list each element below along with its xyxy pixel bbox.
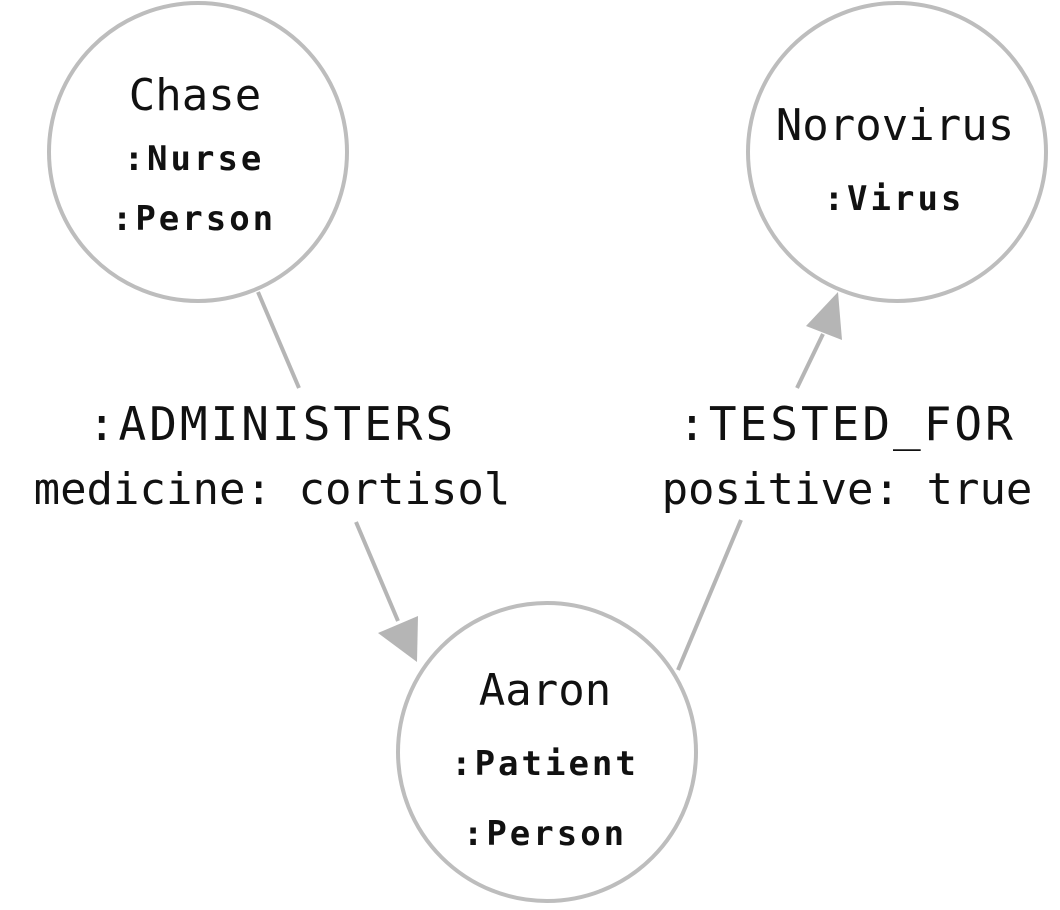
node-label-person: :Person [463,814,627,854]
edge-property-tested-for: positive: true [662,464,1033,515]
arrow-head-administers [378,616,418,662]
node-label-virus: :Virus [824,179,965,219]
edge-line-tested-for-upper [795,333,825,389]
arrow-head-tested-for [806,292,842,340]
node-label-person: :Person [112,199,276,239]
edge-line-administers-lower [354,521,400,622]
edge-type-administers: :ADMINISTERS [88,397,456,451]
relationship-tested-for[interactable]: :TESTED_FOR positive: true [662,292,1033,671]
node-circle-chase [47,1,349,303]
node-norovirus[interactable]: Norovirus :Virus [746,1,1048,303]
edge-type-tested-for: :TESTED_FOR [678,397,1016,451]
node-name-aaron: Aaron [479,665,611,716]
node-chase[interactable]: Chase :Nurse :Person [47,1,349,303]
node-name-norovirus: Norovirus [776,100,1014,151]
edge-line-administers-upper [256,291,301,389]
node-circle-norovirus [746,1,1048,303]
node-name-chase: Chase [129,70,261,121]
edge-line-tested-for-lower [676,519,743,671]
relationship-administers[interactable]: :ADMINISTERS medicine: cortisol [34,291,511,662]
node-label-nurse: :Nurse [124,139,265,179]
node-circle-aaron [396,601,698,903]
node-label-patient: :Patient [451,744,639,784]
node-aaron[interactable]: Aaron :Patient :Person [396,601,698,903]
edge-property-administers: medicine: cortisol [34,464,511,515]
